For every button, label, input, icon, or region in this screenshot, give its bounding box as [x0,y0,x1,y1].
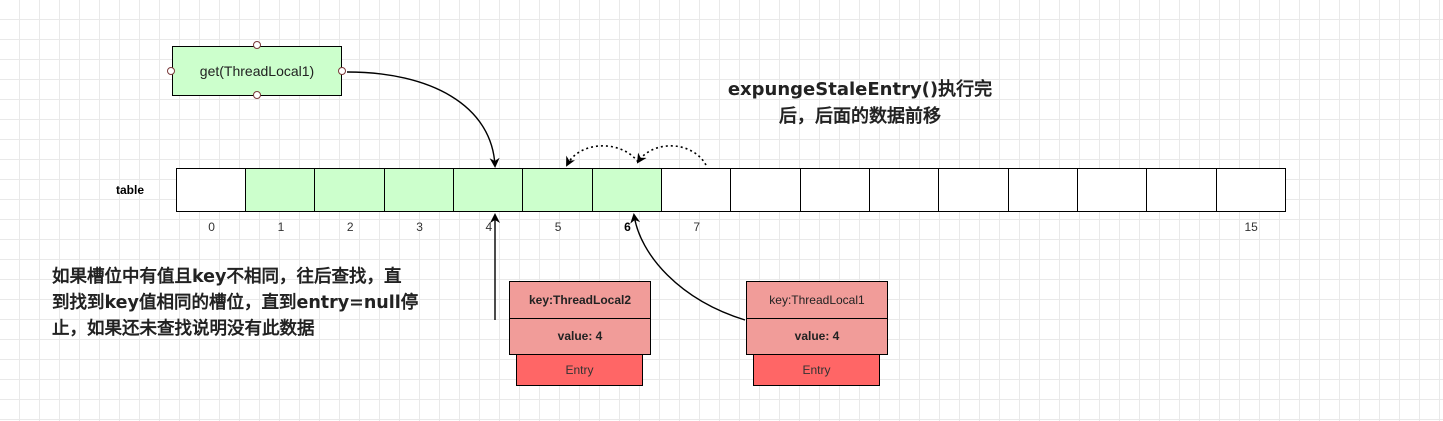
table-slot [661,168,732,212]
slot-index-label: 4 [485,220,493,234]
table-slot [799,168,871,212]
table-slot [591,168,663,212]
table-slot-row [175,168,1286,212]
table-slot [522,168,593,212]
table-slot [868,168,940,212]
arrow-shift-7-to-6 [636,145,707,166]
entry-threadlocal1: key:ThreadLocal1 value: 4 Entry [746,281,888,386]
note-expunge-line1: expungeStaleEntry()执行完 [727,79,993,100]
table-slot [453,168,524,212]
arrow-get-to-slot4 [346,71,500,168]
table-slot [730,168,801,212]
slot-index-label: 2 [346,220,354,234]
slot-index-label: 5 [554,220,562,234]
slot-index-label: 3 [416,220,423,234]
node-handle-right[interactable] [338,67,346,75]
node-handle-bottom[interactable] [253,91,261,99]
note-probing: 如果槽位中有值且key不相同，往后查找，直 到找到key值相同的槽位，直到ent… [52,264,462,342]
node-handle-left[interactable] [167,67,175,75]
table-slot [1215,168,1286,212]
note-probing-line3: 止，如果还未查找说明没有此数据 [52,319,315,339]
arrow-shift-6-to-5 [566,145,639,167]
entry-value: value: 4 [746,317,888,355]
table-slot [383,168,455,212]
entry-key: key:ThreadLocal1 [746,281,888,319]
note-expunge-line2: 后，后面的数据前移 [779,106,941,127]
table-slot [1076,168,1148,212]
note-expunge: expungeStaleEntry()执行完 后，后面的数据前移 [700,76,1020,130]
table-label: table [116,183,145,197]
entry-tag: Entry [753,353,880,386]
slot-index-label: 15 [1244,220,1258,234]
slot-index-label: 1 [277,220,285,234]
table-slot [938,168,1009,212]
entry-key: key:ThreadLocal2 [509,281,651,319]
slot-index-label: 0 [208,220,215,234]
table-slot [1007,168,1079,212]
slot-index-label: 6 [624,220,631,234]
slot-index-label: 7 [693,220,701,234]
get-threadlocal-node: get(ThreadLocal1) [172,46,342,96]
entry-value: value: 4 [509,317,651,355]
table-slot [1146,168,1217,212]
get-threadlocal-label: get(ThreadLocal1) [199,63,315,79]
table-slot [245,168,316,212]
note-probing-line2: 到找到key值相同的槽位，直到entry=null停 [52,293,419,313]
note-probing-line1: 如果槽位中有值且key不相同，往后查找，直 [52,267,402,287]
table-slot [314,168,385,212]
node-handle-top[interactable] [253,41,261,49]
entry-threadlocal2: key:ThreadLocal2 value: 4 Entry [509,281,651,386]
entry-tag: Entry [516,353,643,386]
table-slot [175,168,247,212]
